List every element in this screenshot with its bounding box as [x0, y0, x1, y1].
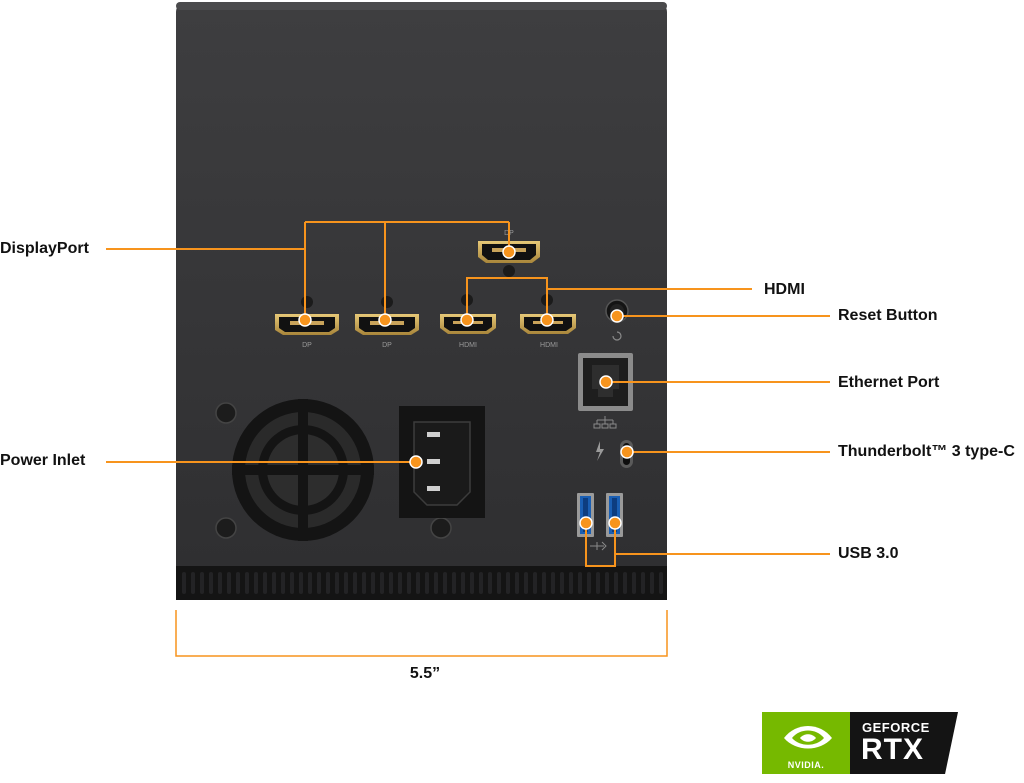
vent-slot	[317, 572, 321, 594]
usb-callout-label: USB 3.0	[838, 545, 899, 562]
vent-slot	[452, 572, 456, 594]
vent-slot	[542, 572, 546, 594]
displayport-callout-label: DisplayPort	[0, 240, 89, 257]
vent-slot	[497, 572, 501, 594]
vent-slot	[587, 572, 591, 594]
vent-slots	[182, 572, 663, 594]
vent-slot	[200, 572, 204, 594]
dp-port-label-2: DP	[382, 342, 392, 349]
vent-slot	[470, 572, 474, 594]
vent-slot	[218, 572, 222, 594]
callout-lines	[106, 221, 830, 567]
vent-slot	[578, 572, 582, 594]
usb-ss-icon	[590, 541, 607, 551]
vent-slot	[443, 572, 447, 594]
vent-slot	[371, 572, 375, 594]
vent-slot	[299, 572, 303, 594]
vent-slot	[209, 572, 213, 594]
power-inlet-callout-label: Power Inlet	[0, 452, 86, 469]
vent-slot	[533, 572, 537, 594]
hdmi-callout-label: HDMI	[764, 281, 805, 298]
bottom-vent-strip	[176, 566, 667, 600]
nvidia-eye-icon	[784, 726, 832, 749]
hdmi-port-label-2: HDMI	[540, 342, 558, 349]
vent-slot	[281, 572, 285, 594]
reset-button-callout-label: Reset Button	[838, 307, 938, 324]
vent-slot	[659, 572, 663, 594]
vent-slot	[524, 572, 528, 594]
vent-slot	[425, 572, 429, 594]
vent-slot	[398, 572, 402, 594]
reset-icon	[612, 331, 622, 341]
vent-slot	[344, 572, 348, 594]
vent-slot	[506, 572, 510, 594]
vent-slot	[632, 572, 636, 594]
vent-slot	[182, 572, 186, 594]
badge-dark-panel	[850, 712, 958, 774]
vent-slot	[362, 572, 366, 594]
vent-slot	[488, 572, 492, 594]
width-dimension-bracket	[175, 610, 668, 657]
vent-slot	[326, 572, 330, 594]
vent-slot	[596, 572, 600, 594]
vent-slot	[515, 572, 519, 594]
vent-slot	[389, 572, 393, 594]
vent-slot	[353, 572, 357, 594]
vent-slot	[479, 572, 483, 594]
vent-slot	[434, 572, 438, 594]
vent-slot	[191, 572, 195, 594]
enclosure-top-edge	[176, 2, 667, 10]
vent-slot	[614, 572, 618, 594]
thunderbolt-callout-label: Thunderbolt™ 3 type-C	[838, 443, 1015, 460]
vent-slot	[227, 572, 231, 594]
vent-slot	[569, 572, 573, 594]
dp-port-label-1: DP	[302, 342, 312, 349]
badge-green-panel: NVIDIA.	[762, 712, 850, 774]
cooling-fan	[215, 399, 452, 541]
vent-slot	[263, 572, 267, 594]
thunderbolt-icon	[596, 441, 604, 461]
vent-slot	[245, 572, 249, 594]
vent-slot	[290, 572, 294, 594]
geforce-wordmark: GEFORCE	[862, 720, 930, 735]
vent-slot	[461, 572, 465, 594]
callout-dots	[298, 245, 634, 530]
rtx-wordmark: RTX	[861, 733, 924, 766]
hdmi-port-label-1: HDMI	[459, 342, 477, 349]
ethernet-port-callout-label: Ethernet Port	[838, 374, 940, 391]
vent-slot	[551, 572, 555, 594]
vent-slot	[623, 572, 627, 594]
vent-slot	[407, 572, 411, 594]
vent-slot	[560, 572, 564, 594]
vent-slot	[236, 572, 240, 594]
width-dimension-label: 5.5”	[409, 665, 441, 682]
vent-slot	[380, 572, 384, 594]
vent-slot	[335, 572, 339, 594]
network-icon	[593, 416, 617, 429]
vent-slot	[272, 572, 276, 594]
vent-slot	[416, 572, 420, 594]
nvidia-wordmark: NVIDIA.	[787, 760, 825, 770]
vent-slot	[605, 572, 609, 594]
vent-slot	[641, 572, 645, 594]
vent-slot	[650, 572, 654, 594]
vent-slot	[308, 572, 312, 594]
geforce-rtx-badge: NVIDIA. GEFORCE RTX	[762, 712, 958, 774]
vent-slot	[254, 572, 258, 594]
